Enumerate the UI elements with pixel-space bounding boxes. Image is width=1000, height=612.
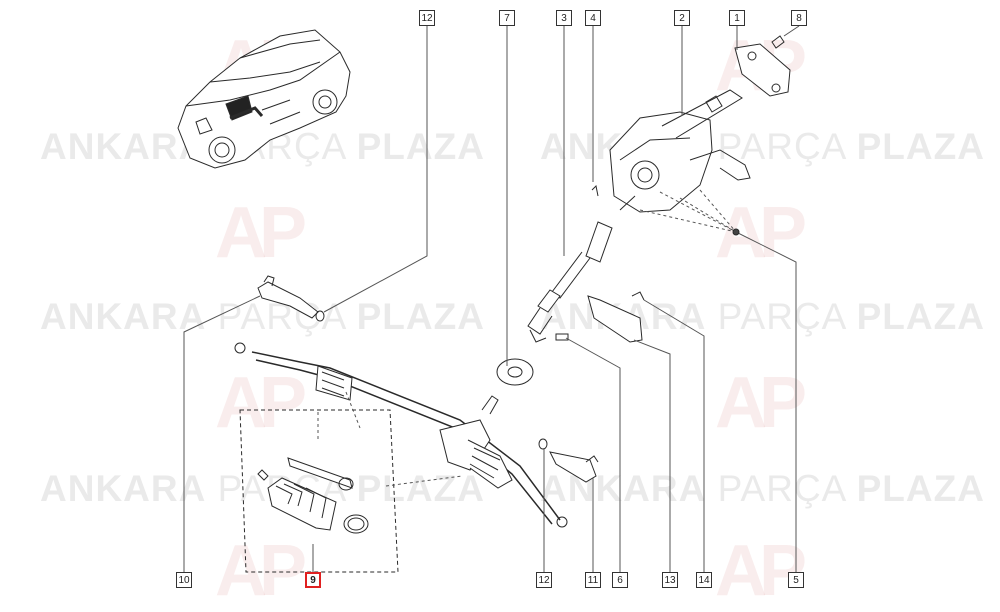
car-icon	[177, 29, 351, 169]
kit-box	[239, 409, 399, 573]
callout-3[interactable]: 3	[556, 10, 572, 26]
callout-14[interactable]: 14	[696, 572, 712, 588]
watermark-text: ANKARA PARÇA PLAZA	[40, 296, 485, 337]
tie-rod-icon	[257, 275, 325, 322]
callout-8[interactable]: 8	[791, 10, 807, 26]
boot-icon	[257, 457, 369, 534]
callout-5[interactable]: 7	[499, 10, 515, 26]
callout-12-bottom[interactable]: 12	[536, 572, 552, 588]
dashed-leaders	[317, 189, 737, 487]
callout-12-top[interactable]: 12	[419, 10, 435, 26]
screw-icon	[591, 184, 599, 197]
watermark-logo: AP	[215, 193, 307, 273]
nut-icon	[732, 228, 740, 236]
callout-11[interactable]: 11	[585, 572, 601, 588]
cover-icon	[587, 291, 645, 343]
callout-6[interactable]: 6	[612, 572, 628, 588]
callout-13[interactable]: 13	[662, 572, 678, 588]
callout-4[interactable]: 4	[585, 10, 601, 26]
tie-rod-icon	[538, 438, 599, 483]
rack-icon	[234, 342, 568, 528]
callout-2[interactable]: 2	[674, 10, 690, 26]
watermark-logo: AP	[215, 531, 307, 611]
bolt-icon	[771, 35, 785, 49]
watermark-logo: AP	[215, 363, 307, 443]
watermark-text: ANKARA PARÇA PLAZA	[540, 468, 985, 509]
callout-7[interactable]: 5	[788, 572, 804, 588]
watermark-logo: AP	[715, 531, 807, 611]
bracket-icon	[734, 43, 791, 97]
watermark-logo: AP	[715, 363, 807, 443]
callout-9-selected[interactable]: 9	[305, 572, 321, 588]
callout-10[interactable]: 10	[176, 572, 192, 588]
steering-column-icon	[609, 89, 751, 213]
leader-lines	[183, 25, 800, 572]
seal-plate-icon	[496, 358, 534, 386]
intermediate-shaft-icon	[527, 221, 613, 343]
callout-1[interactable]: 1	[729, 10, 745, 26]
bolt-icon	[555, 333, 569, 341]
